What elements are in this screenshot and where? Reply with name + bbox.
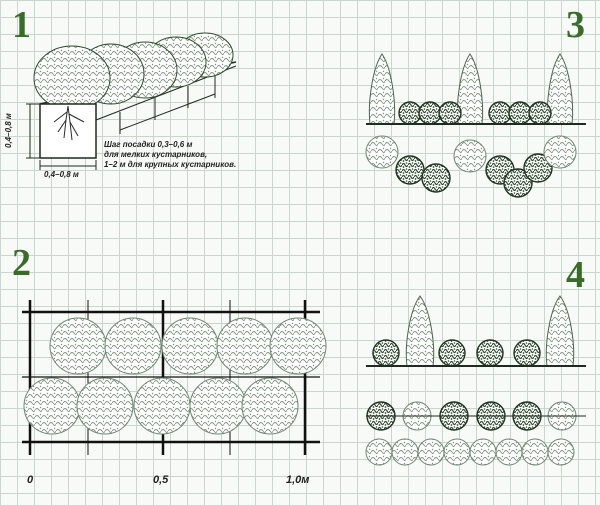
dense-shrub-2 xyxy=(391,438,419,466)
grid-shrub-bottom-5 xyxy=(241,377,299,435)
panel-3-conifers xyxy=(368,53,574,125)
front-shrub-1 xyxy=(398,101,422,125)
panel-number-1: 1 xyxy=(12,4,31,46)
grid-shrub-bottom-2 xyxy=(76,377,134,435)
dense-shrub-3 xyxy=(417,438,445,466)
grid-shrub-bottom-4 xyxy=(189,377,247,435)
planting-grid-lines xyxy=(22,300,320,455)
front-shrub-4 xyxy=(488,101,512,125)
front-shrub-1 xyxy=(372,339,400,367)
panel-4-row-variants xyxy=(365,295,586,466)
dense-shrub-8 xyxy=(547,438,575,466)
plan-shrub-4 xyxy=(453,139,487,173)
spacing-note-line-2: для мелких кустарников, xyxy=(104,150,208,159)
panel-number-4: 4 xyxy=(566,254,585,296)
grid-shrub-bottom-3 xyxy=(133,377,191,435)
conifer-2 xyxy=(545,295,575,367)
front-shrub-3 xyxy=(476,339,504,367)
roots xyxy=(53,105,85,141)
panel-1-hedge-trench xyxy=(26,32,237,170)
grid-shrub-top-5 xyxy=(269,317,327,375)
scale-label-0-5: 0,5 xyxy=(153,474,169,486)
panel-number-3: 3 xyxy=(566,4,585,46)
height-label: 0,4–0,8 м xyxy=(4,113,13,148)
dense-shrub-1 xyxy=(365,438,393,466)
plan-shrub-2 xyxy=(395,155,425,185)
plan-shrub-1 xyxy=(365,135,399,169)
grid-shrub-top-2 xyxy=(104,317,162,375)
front-shrub-3 xyxy=(438,101,462,125)
trench-cross-section xyxy=(39,103,97,159)
spacing-ticks xyxy=(119,76,216,134)
front-shrub-2 xyxy=(438,339,466,367)
panel-3-zigzag-plan xyxy=(365,135,577,198)
scale-label-1-0: 1,0м xyxy=(286,474,310,486)
panel-2-grid-planting xyxy=(22,300,327,455)
grid-shrub-top-1 xyxy=(49,317,107,375)
panel-4-conifers xyxy=(405,295,575,367)
width-label: 0,4–0,8 м xyxy=(44,170,79,179)
front-shrub-4 xyxy=(513,339,541,367)
panel-4-front-row xyxy=(372,339,541,367)
dense-shrub-4 xyxy=(443,438,471,466)
front-shrub-2 xyxy=(418,101,442,125)
dense-shrub-6 xyxy=(495,438,523,466)
plan-shrub-3 xyxy=(421,163,451,193)
plan-shrub-8 xyxy=(543,135,577,169)
spacing-note-line-1: Шаг посадки 0,3–0,6 м xyxy=(104,140,193,149)
hedge-shrubs xyxy=(33,32,234,111)
plan-shrub-6 xyxy=(503,168,533,198)
grid-shrubs xyxy=(23,317,327,435)
grid-shrub-top-3 xyxy=(161,317,219,375)
panel-number-2: 2 xyxy=(12,242,31,284)
panel-4-dense-row xyxy=(365,438,575,466)
plan-shrub-7 xyxy=(523,153,553,183)
conifer-1 xyxy=(405,295,435,367)
front-shrub-5 xyxy=(508,101,532,125)
conifer-1 xyxy=(368,53,396,125)
dense-shrub-5 xyxy=(469,438,497,466)
dense-shrub-7 xyxy=(521,438,549,466)
spacing-note-line-3: 1–2 м для крупных кустарников. xyxy=(104,160,237,169)
scale-label-0: 0 xyxy=(27,474,34,486)
grid-shrub-top-4 xyxy=(216,317,274,375)
panel-3-mixed-rows xyxy=(365,53,586,198)
front-shrub-6 xyxy=(528,101,552,125)
grid-shrub-bottom-1 xyxy=(23,377,81,435)
spacing-note: Шаг посадки 0,3–0,6 м для мелких кустарн… xyxy=(104,140,236,170)
